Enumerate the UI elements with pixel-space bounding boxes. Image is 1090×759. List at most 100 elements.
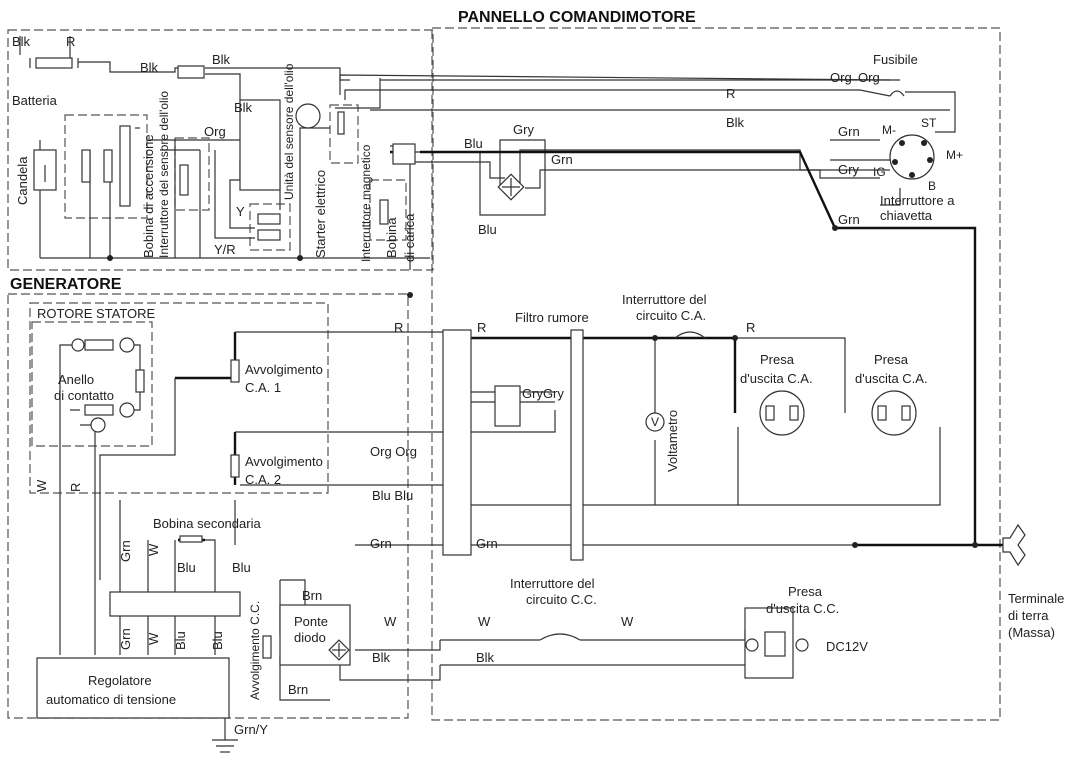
charge-coil-frame: [369, 179, 407, 241]
noise-filter-block: [570, 329, 584, 561]
wire-label-grn: Grn: [476, 536, 498, 551]
ac-winding-1-label-b: C.A. 1: [245, 380, 281, 395]
slip-ring-label-2: di contatto: [54, 388, 114, 403]
oil-sensor-connector-frame: [249, 203, 291, 251]
spark-plug-label: Candela: [15, 156, 30, 205]
dc-outlet-label-2: d'uscita C.C.: [766, 601, 839, 616]
dc-voltage-label: DC12V: [826, 639, 868, 654]
oil-switch-symbol: [179, 164, 189, 196]
wire-label-r: R: [66, 34, 75, 49]
oil-sensor-switch-label: Interruttore del sensore dell'olio: [157, 91, 171, 258]
diode-bridge-symbol: [328, 639, 350, 661]
junction-dot: [732, 335, 738, 341]
junction-dot: [297, 255, 303, 261]
key-pin-b: B: [928, 179, 936, 193]
slip-ring-label-1: Anello: [58, 372, 94, 387]
wire-label-org-org: Org Org: [370, 444, 417, 459]
wire-label-r: R: [394, 320, 403, 335]
wire-label-org: Org: [858, 70, 880, 85]
junction-dot: [107, 255, 113, 261]
wire-label-blk: Blk: [212, 52, 231, 67]
battery-symbol: [29, 57, 79, 69]
avr-label-1: Regolatore: [88, 673, 152, 688]
wire-label-blk: Blk: [372, 650, 391, 665]
ground-terminal-symbol: [1002, 523, 1026, 567]
dc-winding-coil: [262, 635, 272, 659]
wire-label-grn: Grn: [118, 540, 133, 562]
oil-sensor-connector-2: [257, 229, 281, 241]
ground-terminal-label-1: Terminale: [1008, 591, 1064, 606]
wire-label-grn: Grn: [118, 628, 133, 650]
key-switch-symbol: [889, 134, 935, 180]
ground-terminal-label-2: di terra: [1008, 608, 1049, 623]
dc-outlet-inner: [764, 631, 786, 657]
wire-label-blu: Blu: [478, 222, 497, 237]
magnetic-switch-frame: [329, 104, 359, 164]
dc-breaker-label-2: circuito C.C.: [526, 592, 597, 607]
ac-winding-2-label-b: C.A. 2: [245, 472, 281, 487]
charge-coil-core: [379, 199, 389, 225]
charge-rectifier-symbol: [497, 173, 525, 201]
wire-label-grn: Grn: [551, 152, 573, 167]
wire-label-w: W: [146, 543, 161, 556]
generator-frame: [7, 293, 409, 719]
ac-breaker-symbol: [674, 331, 706, 339]
ac-outlet-2-label-b: d'uscita C.A.: [855, 371, 928, 386]
voltmeter-label: Voltametro: [665, 410, 680, 472]
wire-label-blu: Blu: [210, 631, 225, 650]
wire-label-gry: Gry: [838, 162, 859, 177]
ac-winding-2-coil: [230, 454, 240, 478]
ignition-connector-block: [177, 65, 205, 79]
ac-breaker-label-2: circuito C.A.: [636, 308, 706, 323]
ac-outlet-2-symbol: [871, 390, 917, 436]
ignition-frame: [64, 114, 148, 219]
oil-sensor-unit-label: Unità del sensore dell'olio: [282, 63, 296, 200]
dc-breaker-label-1: Interruttore del: [510, 576, 595, 591]
wire-label-brn: Brn: [288, 682, 308, 697]
charge-coil-label-2: di carica: [402, 213, 417, 262]
key-pin-st: ST: [921, 116, 937, 130]
charge-connector-block: [392, 143, 416, 165]
secondary-coil-label: Bobina secondaria: [153, 516, 261, 531]
wire-label-brn: Brn: [302, 588, 322, 603]
junction-dot: [652, 335, 658, 341]
secondary-coil-symbol: [179, 535, 203, 543]
rotor-frame: [31, 321, 153, 447]
wire-label-blu: Blu: [173, 631, 188, 650]
ac-winding-1-coil: [230, 359, 240, 383]
dc-outlet-label-1: Presa: [788, 584, 823, 599]
diode-bridge-label-2: diodo: [294, 630, 326, 645]
wire-label-r: R: [726, 86, 735, 101]
wire-label-r: R: [68, 483, 83, 492]
panel-section-title: PANNELLO COMANDIMOTORE: [458, 9, 696, 26]
generator-ground-symbol: [212, 739, 238, 753]
ac-outlet-1-symbol: [759, 390, 805, 436]
junction-dot: [852, 542, 858, 548]
panel-frame: [431, 27, 1001, 721]
wire-label-r: R: [477, 320, 486, 335]
ignition-coil-label: Bobina di accensione: [141, 134, 156, 258]
diode-bridge-label-1: Ponte: [294, 614, 328, 629]
voltmeter-symbol: [645, 412, 665, 432]
key-pin-m-minus: M-: [882, 123, 896, 137]
dc-outlet-minus-symbol: [795, 638, 809, 652]
ground-terminal-label-3: (Massa): [1008, 625, 1055, 640]
wire-label-blu: Blu: [177, 560, 196, 575]
wire-label-blu-blu: Blu Blu: [372, 488, 413, 503]
wire-label-y: Y: [236, 204, 245, 219]
wire-label-w: W: [621, 614, 634, 629]
wire-label-grn: Grn: [370, 536, 392, 551]
generator-section-title: GENERATORE: [10, 276, 122, 293]
starter-label: Starter elettrico: [313, 170, 328, 258]
charge-coil-label-1: Bobina: [384, 217, 399, 258]
engine-frame: [7, 29, 434, 271]
wire-label-gry-gry: GryGry: [522, 386, 564, 401]
wire-label-blu: Blu: [232, 560, 251, 575]
wire-label-blk: Blk: [12, 34, 31, 49]
wire-label-org: Org: [204, 124, 226, 139]
wire-label-grn-y: Grn/Y: [234, 722, 268, 737]
wire-label-gry: Gry: [513, 122, 534, 137]
ac-outlet-2-label-a: Presa: [874, 352, 909, 367]
dc-breaker-symbol: [539, 633, 581, 641]
